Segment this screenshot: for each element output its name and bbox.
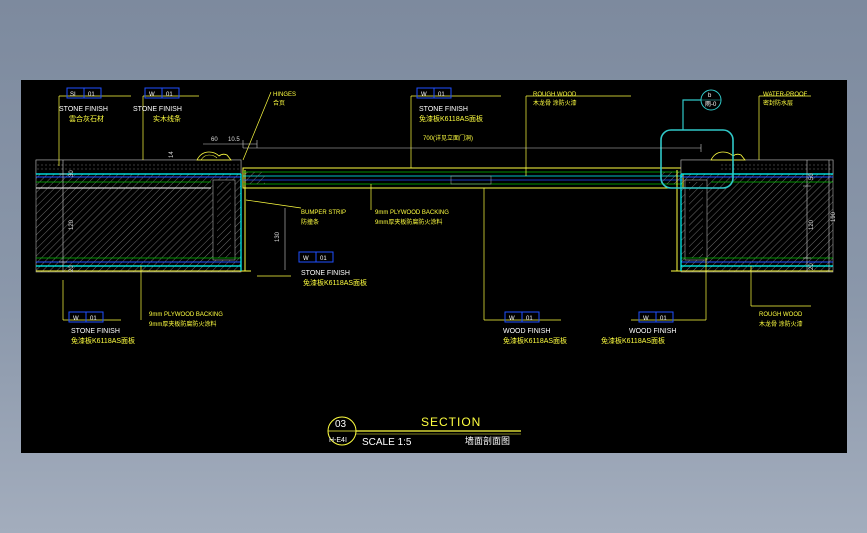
dimension-lines (59, 140, 830, 272)
tag-7b: 01 (660, 316, 667, 322)
dim-l30: 30 (69, 170, 75, 177)
label-plywood-mid-cn: 9mm厚夹板防腐防火涂料 (375, 218, 442, 226)
label-wood-finish-1: WOOD FINISH (503, 328, 550, 335)
label-wood-finish-1-cn: 免漆板K6118AS面板 (503, 336, 567, 345)
label-stone-finish-mid-cn: 免漆板K6118AS面板 (303, 278, 367, 287)
label-plywood-left-cn: 9mm厚夹板防腐防火涂料 (149, 320, 216, 328)
drawing-canvas[interactable]: b 雨-0 60 (21, 80, 847, 453)
label-plywood-left: 9mm PLYWOOD BACKING (149, 312, 223, 318)
title-number: 03 (335, 419, 347, 430)
dim-r190: 190 (831, 211, 837, 222)
label-hinges-cn: 合页 (273, 99, 285, 107)
tag-1a: SI (70, 92, 76, 98)
label-stone-finish-2: STONE FINISH (133, 106, 182, 113)
right-wall (671, 151, 834, 273)
label-stone-finish-top: STONE FINISH (419, 106, 468, 113)
label-rough-wood-br-cn: 木龙骨 涂防火漆 (759, 320, 803, 328)
tag-4b: 01 (320, 256, 327, 262)
dim-r20: 20 (809, 263, 815, 270)
tag-3b: 01 (438, 92, 445, 98)
tag-5a: W (73, 316, 79, 322)
dim-m130: 130 (275, 231, 281, 242)
leader-lines (58, 91, 811, 321)
material-tags (66, 87, 674, 323)
tag-2a: W (149, 92, 155, 98)
tag-4a: W (303, 256, 309, 262)
label-bumper-strip: BUMPER STRIP (301, 210, 346, 216)
dim-60: 60 (211, 137, 218, 143)
label-plywood-mid: 9mm PLYWOOD BACKING (375, 210, 449, 216)
dim-r120: 120 (809, 219, 815, 230)
label-stone-finish-bl-cn: 免漆板K6118AS面板 (71, 336, 135, 345)
label-rough-wood-top-cn: 木龙骨 涂防火漆 (533, 99, 577, 107)
callout-bottom: 雨-0 (705, 101, 717, 108)
label-stone-finish-1: STONE FINISH (59, 106, 108, 113)
label-wood-finish-2: WOOD FINISH (629, 328, 676, 335)
dim-10-5: 10.5 (228, 137, 240, 143)
dim-l20: 20 (69, 265, 75, 272)
label-stone-finish-2-cn: 实木线条 (153, 114, 181, 123)
title-section: SECTION (421, 415, 481, 429)
left-wall (35, 151, 251, 273)
detail-highlight[interactable] (660, 129, 734, 189)
tag-3a: W (421, 92, 427, 98)
title-cn: 墙面剖面图 (465, 435, 510, 446)
tag-2b: 01 (166, 92, 173, 98)
callout-top: b (708, 93, 712, 99)
tag-1b: 01 (88, 92, 95, 98)
label-water-proof: WATER-PROOF (763, 92, 808, 98)
dim-r50: 50 (809, 173, 815, 180)
tag-7a: W (643, 316, 649, 322)
label-hinges: HINGES (273, 92, 296, 98)
label-wood-finish-2-cn: 免漆板K6118AS面板 (601, 336, 665, 345)
label-bumper-strip-cn: 防撞条 (301, 218, 319, 226)
title-sheet: H-E4I (329, 437, 347, 444)
dim-14: 14 (169, 151, 175, 158)
label-stone-finish-bl: STONE FINISH (71, 328, 120, 335)
label-water-proof-cn: 密封防水层 (763, 99, 793, 107)
title-scale: SCALE 1:5 (362, 437, 412, 448)
title-block: 03 H-E4I SECTION SCALE 1:5 墙面剖面图 (327, 415, 521, 448)
label-stone-finish-mid: STONE FINISH (301, 270, 350, 277)
label-door-width: 700(详见立面门洞) (423, 134, 473, 142)
section-drawing: b 雨-0 60 (35, 87, 837, 448)
tag-6a: W (509, 316, 515, 322)
tag-5b: 01 (90, 316, 97, 322)
tag-6b: 01 (526, 316, 533, 322)
dim-l120: 120 (69, 219, 75, 230)
label-rough-wood-top: ROUGH WOOD (533, 92, 577, 98)
label-rough-wood-br: ROUGH WOOD (759, 312, 803, 318)
label-stone-finish-top-cn: 免漆板K6118AS面板 (419, 114, 483, 123)
door-leaf (242, 167, 684, 189)
label-stone-finish-1-cn: 雲合灰石材 (69, 114, 104, 123)
